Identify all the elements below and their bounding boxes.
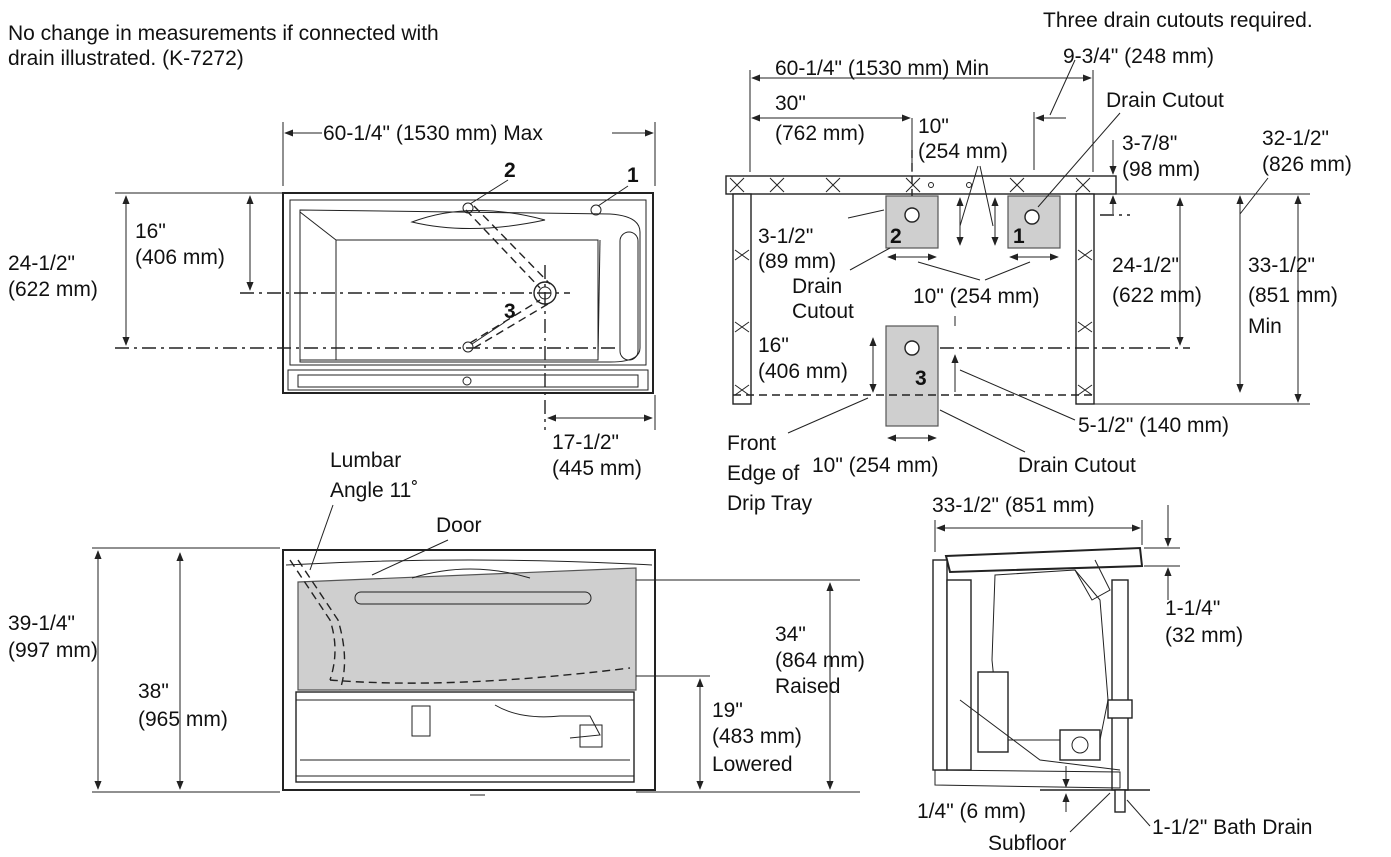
side-gap-dim: 1/4" (6 mm) [917,800,1026,823]
svg-text:(98 mm): (98 mm) [1122,158,1200,181]
door-label: Door [436,514,482,537]
plan-32-1-2-dim: 32-1/2" [1262,127,1329,150]
svg-text:(406 mm): (406 mm) [135,246,225,269]
plan-width-min-dim: 60-1/4" (1530 mm) Min [775,57,989,80]
note-top-right: Three drain cutouts required. [1043,9,1313,32]
side-view: 33-1/2" (851 mm) 1-1/4" (32 mm) 1/4" (6 … [917,494,1312,855]
front-view-door-handle [354,591,592,605]
side-view-upright [932,559,948,771]
note-top-left: No change in measurements if connected w… [8,22,439,70]
plan-drain1-offset-dim: 9-3/4" (248 mm) [1063,45,1214,68]
front-view: Lumbar Angle 11˚ Door 39-1/4" (997 mm) 3… [8,449,865,796]
plan-3-7-8-dim: 3-7/8" [1122,132,1177,155]
svg-text:(622 mm): (622 mm) [8,278,98,301]
svg-text:(826 mm): (826 mm) [1262,153,1352,176]
subfloor-label: Subfloor [988,832,1066,855]
top-drain-side-dim: 17-1/2" [552,431,619,454]
svg-text:Cutout: Cutout [792,300,854,323]
top-view-door-rail [287,369,649,391]
plan-drain-cutout-3-label: Drain Cutout [1018,454,1136,477]
top-view-basin [299,209,641,363]
front-height-39-dim: 39-1/4" [8,612,75,635]
top-view-handle [410,210,546,229]
plan-cutout-spacing-dim: 10" [918,115,949,138]
svg-text:(997 mm): (997 mm) [8,639,98,662]
top-view: 2 1 3 60-1/4" (1530 mm) Max 24-1/2" (622… [8,122,656,480]
lumbar-label: Lumbar [330,449,401,472]
svg-text:Angle 11˚: Angle 11˚ [330,479,418,502]
svg-text:(965 mm): (965 mm) [138,708,228,731]
top-view-armrest [619,231,639,361]
svg-text:(445 mm): (445 mm) [552,457,642,480]
svg-text:(851 mm): (851 mm) [1248,284,1338,307]
top-view-basin-floor [335,239,599,361]
svg-text:(32 mm): (32 mm) [1165,624,1243,647]
plan-joist-right [1075,193,1095,405]
side-depth-dim: 33-1/2" (851 mm) [932,494,1095,517]
front-view-door [297,567,637,691]
plan-label-3: 3 [915,367,927,390]
plan-33-min-dim: 33-1/2" [1248,254,1315,277]
plan-view: 2 1 3 60-1/4" (1530 mm) Min 30" (762 mm)… [725,45,1352,515]
plan-front-edge-label: Front [727,432,776,455]
front-height-38-dim: 38" [138,680,169,703]
plan-5-1-2-dim: 5-1/2" (140 mm) [1078,414,1229,437]
svg-text:(483 mm): (483 mm) [712,725,802,748]
plan-3-1-2-dim: 3-1/2" [758,225,813,248]
plan-16-dim: 16" [758,334,789,357]
svg-text:Min: Min [1248,315,1282,338]
svg-text:Edge of: Edge of [727,462,800,485]
bath-drain-label: 1-1/2" Bath Drain [1152,816,1312,839]
svg-text:(762 mm): (762 mm) [775,122,865,145]
svg-text:(89 mm): (89 mm) [758,250,836,273]
plan-width-10-a-dim: 10" (254 mm) [913,285,1040,308]
svg-text:(864 mm): (864 mm) [775,649,865,672]
side-view-rim [944,546,1144,574]
front-lowered-dim: 19" [712,699,743,722]
plan-label-2: 2 [890,225,902,248]
svg-text:(622 mm): (622 mm) [1112,284,1202,307]
lumbar-line [289,559,346,691]
svg-text:(406 mm): (406 mm) [758,360,848,383]
plan-width-10-b-dim: 10" (254 mm) [812,454,939,477]
side-view-base [934,769,1121,789]
plan-24-1-2-dim: 24-1/2" [1112,254,1179,277]
top-view-rim [289,199,647,366]
top-width-dim: 60-1/4" (1530 mm) Max [323,122,543,145]
plan-half-width-dim: 30" [775,92,806,115]
top-depth-dim: 24-1/2" [8,252,75,275]
side-view-drain-pipe [1111,579,1129,791]
plan-joist-left [732,193,752,405]
svg-text:drain illustrated. (K-7272): drain illustrated. (K-7272) [8,47,244,70]
side-rim-dim: 1-1/4" [1165,597,1220,620]
plan-joist-band [725,175,1117,195]
svg-text:No change in measurements if c: No change in measurements if connected w… [8,22,439,45]
front-raised-dim: 34" [775,623,806,646]
plan-label-1: 1 [1013,225,1025,248]
side-view-tub [991,569,1109,741]
svg-text:Drip Tray: Drip Tray [727,492,813,515]
svg-text:(254 mm): (254 mm) [918,140,1008,163]
top-label-3: 3 [504,300,516,323]
top-label-2: 2 [504,159,516,182]
svg-text:Lowered: Lowered [712,753,793,776]
svg-text:Raised: Raised [775,675,840,698]
plan-drain-cutout-1-label: Drain Cutout [1106,89,1224,112]
plan-drain-cutout-2-label: Drain [792,275,842,298]
top-label-1: 1 [627,164,639,187]
top-drain-offset-dim: 16" [135,220,166,243]
